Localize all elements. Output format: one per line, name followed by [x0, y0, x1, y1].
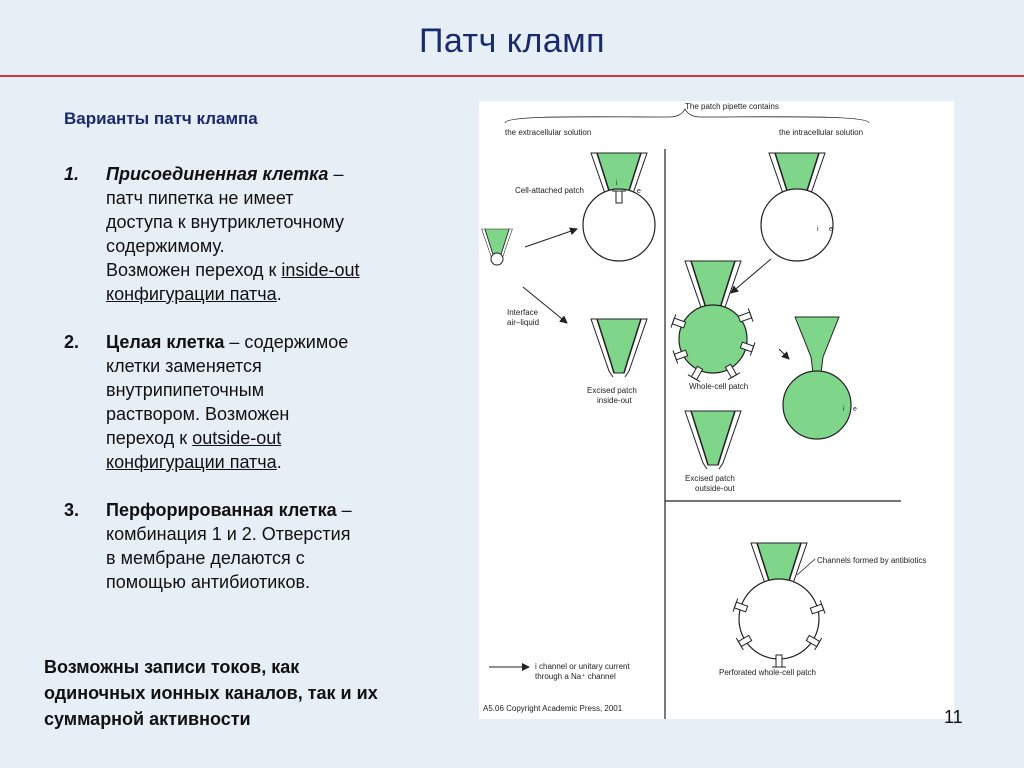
cell-attached-cell	[582, 188, 656, 262]
item-dash: –	[328, 164, 344, 184]
summary-line: суммарной активности	[44, 709, 251, 729]
item-number: 1.	[64, 164, 80, 184]
left-column-heading: the extracellular solution	[505, 128, 591, 137]
list-item-whole-cell: 2. Целая клетка – содержимое клетки заме…	[64, 330, 464, 474]
item-dash: – содержимое	[224, 332, 349, 352]
symbol-e: e	[853, 406, 857, 413]
item-text: содержимому.	[106, 236, 225, 256]
legend-text: through a Na⁺ channel	[535, 672, 616, 681]
item-text: в мембране делаются с	[106, 548, 305, 568]
perforated-label: Perforated whole-cell patch	[719, 668, 816, 677]
item-number: 3.	[64, 500, 80, 520]
summary-line: одиночных ионных каналов, так и их	[44, 683, 378, 703]
configuration-link[interactable]: конфигурации патча	[106, 284, 277, 304]
symbol-i: i	[616, 180, 618, 187]
excised-inside-label: Excised patch	[587, 386, 637, 395]
arrow	[522, 286, 568, 324]
item-text: помощью антибиотиков.	[106, 572, 311, 592]
header-bracket	[504, 108, 870, 124]
summary-text: Возможны записи токов, как одиночных ион…	[44, 654, 474, 732]
summary-line: Возможны записи токов, как	[44, 657, 300, 677]
excised-outside-label: outside-out	[695, 484, 735, 493]
copyright: A5.06 Copyright Academic Press, 2001	[483, 704, 623, 713]
small-vesicle	[490, 252, 504, 266]
whole-cell	[678, 304, 748, 374]
diagram-header: The patch pipette contains	[685, 102, 779, 111]
outside-out-link[interactable]: outside-out	[192, 428, 282, 448]
item-heading: Целая клетка	[106, 332, 225, 352]
item-text: Возможен переход к	[106, 260, 282, 280]
item-number: 2.	[64, 332, 80, 352]
page-number: 11	[944, 707, 963, 727]
list-item-perforated: 3. Перфорированная клетка – комбинация 1…	[64, 498, 464, 594]
title-divider	[0, 75, 1024, 77]
item-period: .	[276, 284, 282, 304]
inside-out-link[interactable]: inside-out	[281, 260, 360, 280]
excised-inside-label: inside-out	[597, 396, 632, 405]
pointer-line	[796, 558, 816, 576]
item-text: внутрипипеточным	[106, 380, 265, 400]
whole-cell-label: Whole-cell patch	[689, 382, 748, 391]
diagram-svg: The patch pipette contains the extracell…	[481, 102, 926, 719]
item-dash: –	[336, 500, 352, 520]
channels-antibiotics-label: Channels formed by antibiotics	[817, 556, 926, 565]
slide-title: Патч кламп	[418, 22, 606, 60]
symbol-e: e	[829, 226, 833, 233]
cell-attached-label: Cell-attached patch	[515, 186, 584, 195]
item-heading: Перфорированная клетка	[106, 500, 337, 520]
arrow	[524, 227, 578, 248]
interface-label: Interface	[507, 308, 539, 317]
arrow	[778, 348, 790, 360]
excised-outside-label: Excised patch	[685, 474, 735, 483]
symbol-i: i	[843, 406, 845, 413]
variants-list: 1. Присоединенная клетка – патч пипетка …	[64, 162, 464, 594]
section-subtitle: Варианты патч клампа	[64, 109, 258, 128]
perforated-cell	[738, 578, 820, 660]
arrow	[730, 258, 772, 294]
item-text: переход к	[106, 428, 193, 448]
interface-label: air–liquid	[507, 318, 539, 327]
item-text: доступа к внутриклеточному	[106, 212, 344, 232]
configuration-link[interactable]: конфигурации патча	[106, 452, 277, 472]
item-text: раствором. Возможен	[106, 404, 290, 424]
cell-empty	[760, 188, 834, 262]
item-period: .	[276, 452, 282, 472]
patch-clamp-diagram: The patch pipette contains the extracell…	[479, 101, 954, 719]
item-text: комбинация 1 и 2. Отверстия	[106, 524, 351, 544]
inside-out-pipette-icon	[590, 318, 648, 378]
outside-out-pipette-icon	[684, 410, 742, 470]
symbol-i: i	[817, 226, 819, 233]
item-text: клетки заменяется	[106, 356, 262, 376]
item-heading: Присоединенная клетка	[106, 164, 329, 184]
list-item-cell-attached: 1. Присоединенная клетка – патч пипетка …	[64, 162, 464, 306]
item-text: патч пипетка не имеет	[106, 188, 294, 208]
long-pipette-icon	[794, 316, 840, 374]
big-whole-cell	[782, 370, 852, 440]
symbol-e: e	[637, 188, 641, 195]
legend-text: i channel or unitary current	[535, 662, 630, 671]
right-column-heading: the intracellular solution	[779, 128, 863, 137]
